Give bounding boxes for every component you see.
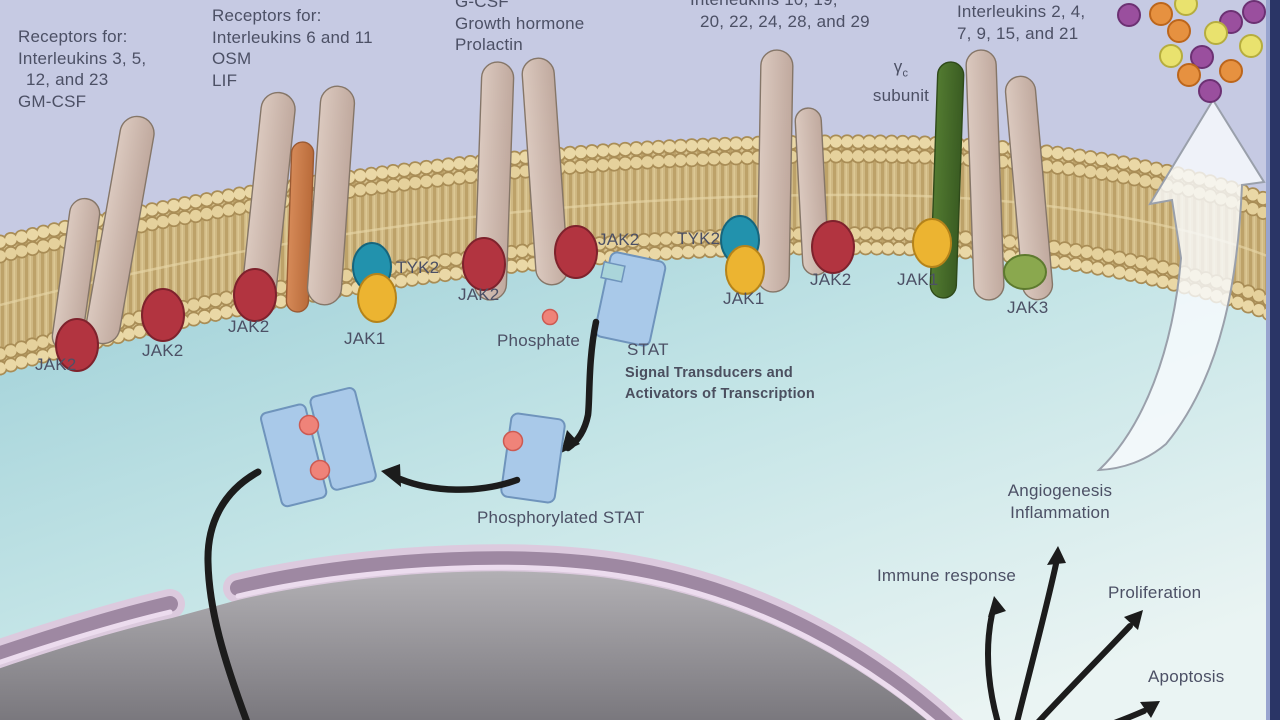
label-apoptosis: Apoptosis [1148,667,1225,686]
label-proliferation: Proliferation [1108,583,1202,602]
outcome-arrowheads [988,546,1160,718]
jak1-protein [357,273,397,323]
jak1-protein [912,218,952,268]
jak2-protein [141,288,185,342]
arrow-phospho-to-dimer [381,464,521,493]
label-jak2-1: JAK2 [35,355,77,374]
phosphorylated-stat [500,412,566,504]
jak2-protein [462,237,506,291]
label-tyk2-1: TYK2 [396,258,440,277]
arrow-stat-to-phospho [561,318,600,453]
label-immune-response: Immune response [877,566,1017,585]
jak2-protein [55,318,99,372]
label-stat: STAT [627,340,669,359]
cytokine-ligands [1117,0,1266,103]
stat-dimer [259,386,377,508]
label-jak2-5: JAK2 [598,230,640,249]
label-jak2-3: JAK2 [228,317,270,336]
jak3-protein [1003,254,1047,290]
label-jak2-6: JAK2 [810,270,852,289]
phosphate-dot [541,308,559,326]
outcome-arrows [985,561,1147,720]
janus-kinases [55,215,1047,372]
jak2-protein [811,220,855,274]
frame-edge-light [1266,0,1270,720]
label-receptor-group-5: Interleukins 2, 4,7, 9, 15, and 21 [957,2,1086,43]
label-receptor-group-1: Receptors for:Interleukins 3, 5, 12, and… [18,27,147,111]
label-jak1-1: JAK1 [344,329,386,348]
stat-protein [594,251,667,347]
label-jak2-2: JAK2 [142,341,184,360]
label-tyk2-2: TYK2 [677,229,721,248]
arrow-dimer-to-nucleus [204,468,262,720]
label-jak1-2: JAK1 [723,289,765,308]
label-phosphorylated-stat: Phosphorylated STAT [477,508,645,527]
secretion-arrow [1096,98,1266,472]
jak2-protein [554,225,598,279]
label-phosphate: Phosphate [497,331,581,350]
label-jak1-3: JAK1 [897,270,939,289]
label-jak2-4: JAK2 [458,285,500,304]
label-jak3: JAK3 [1007,298,1049,317]
jak2-protein [233,268,277,322]
jak1-protein [725,245,765,295]
frame-edge-dark [1270,0,1280,720]
label-receptor-group-4: Interleukins 10, 19,20, 22, 24, 28, and … [690,0,870,31]
label-gamma-subunit: γc subunit [872,57,930,105]
